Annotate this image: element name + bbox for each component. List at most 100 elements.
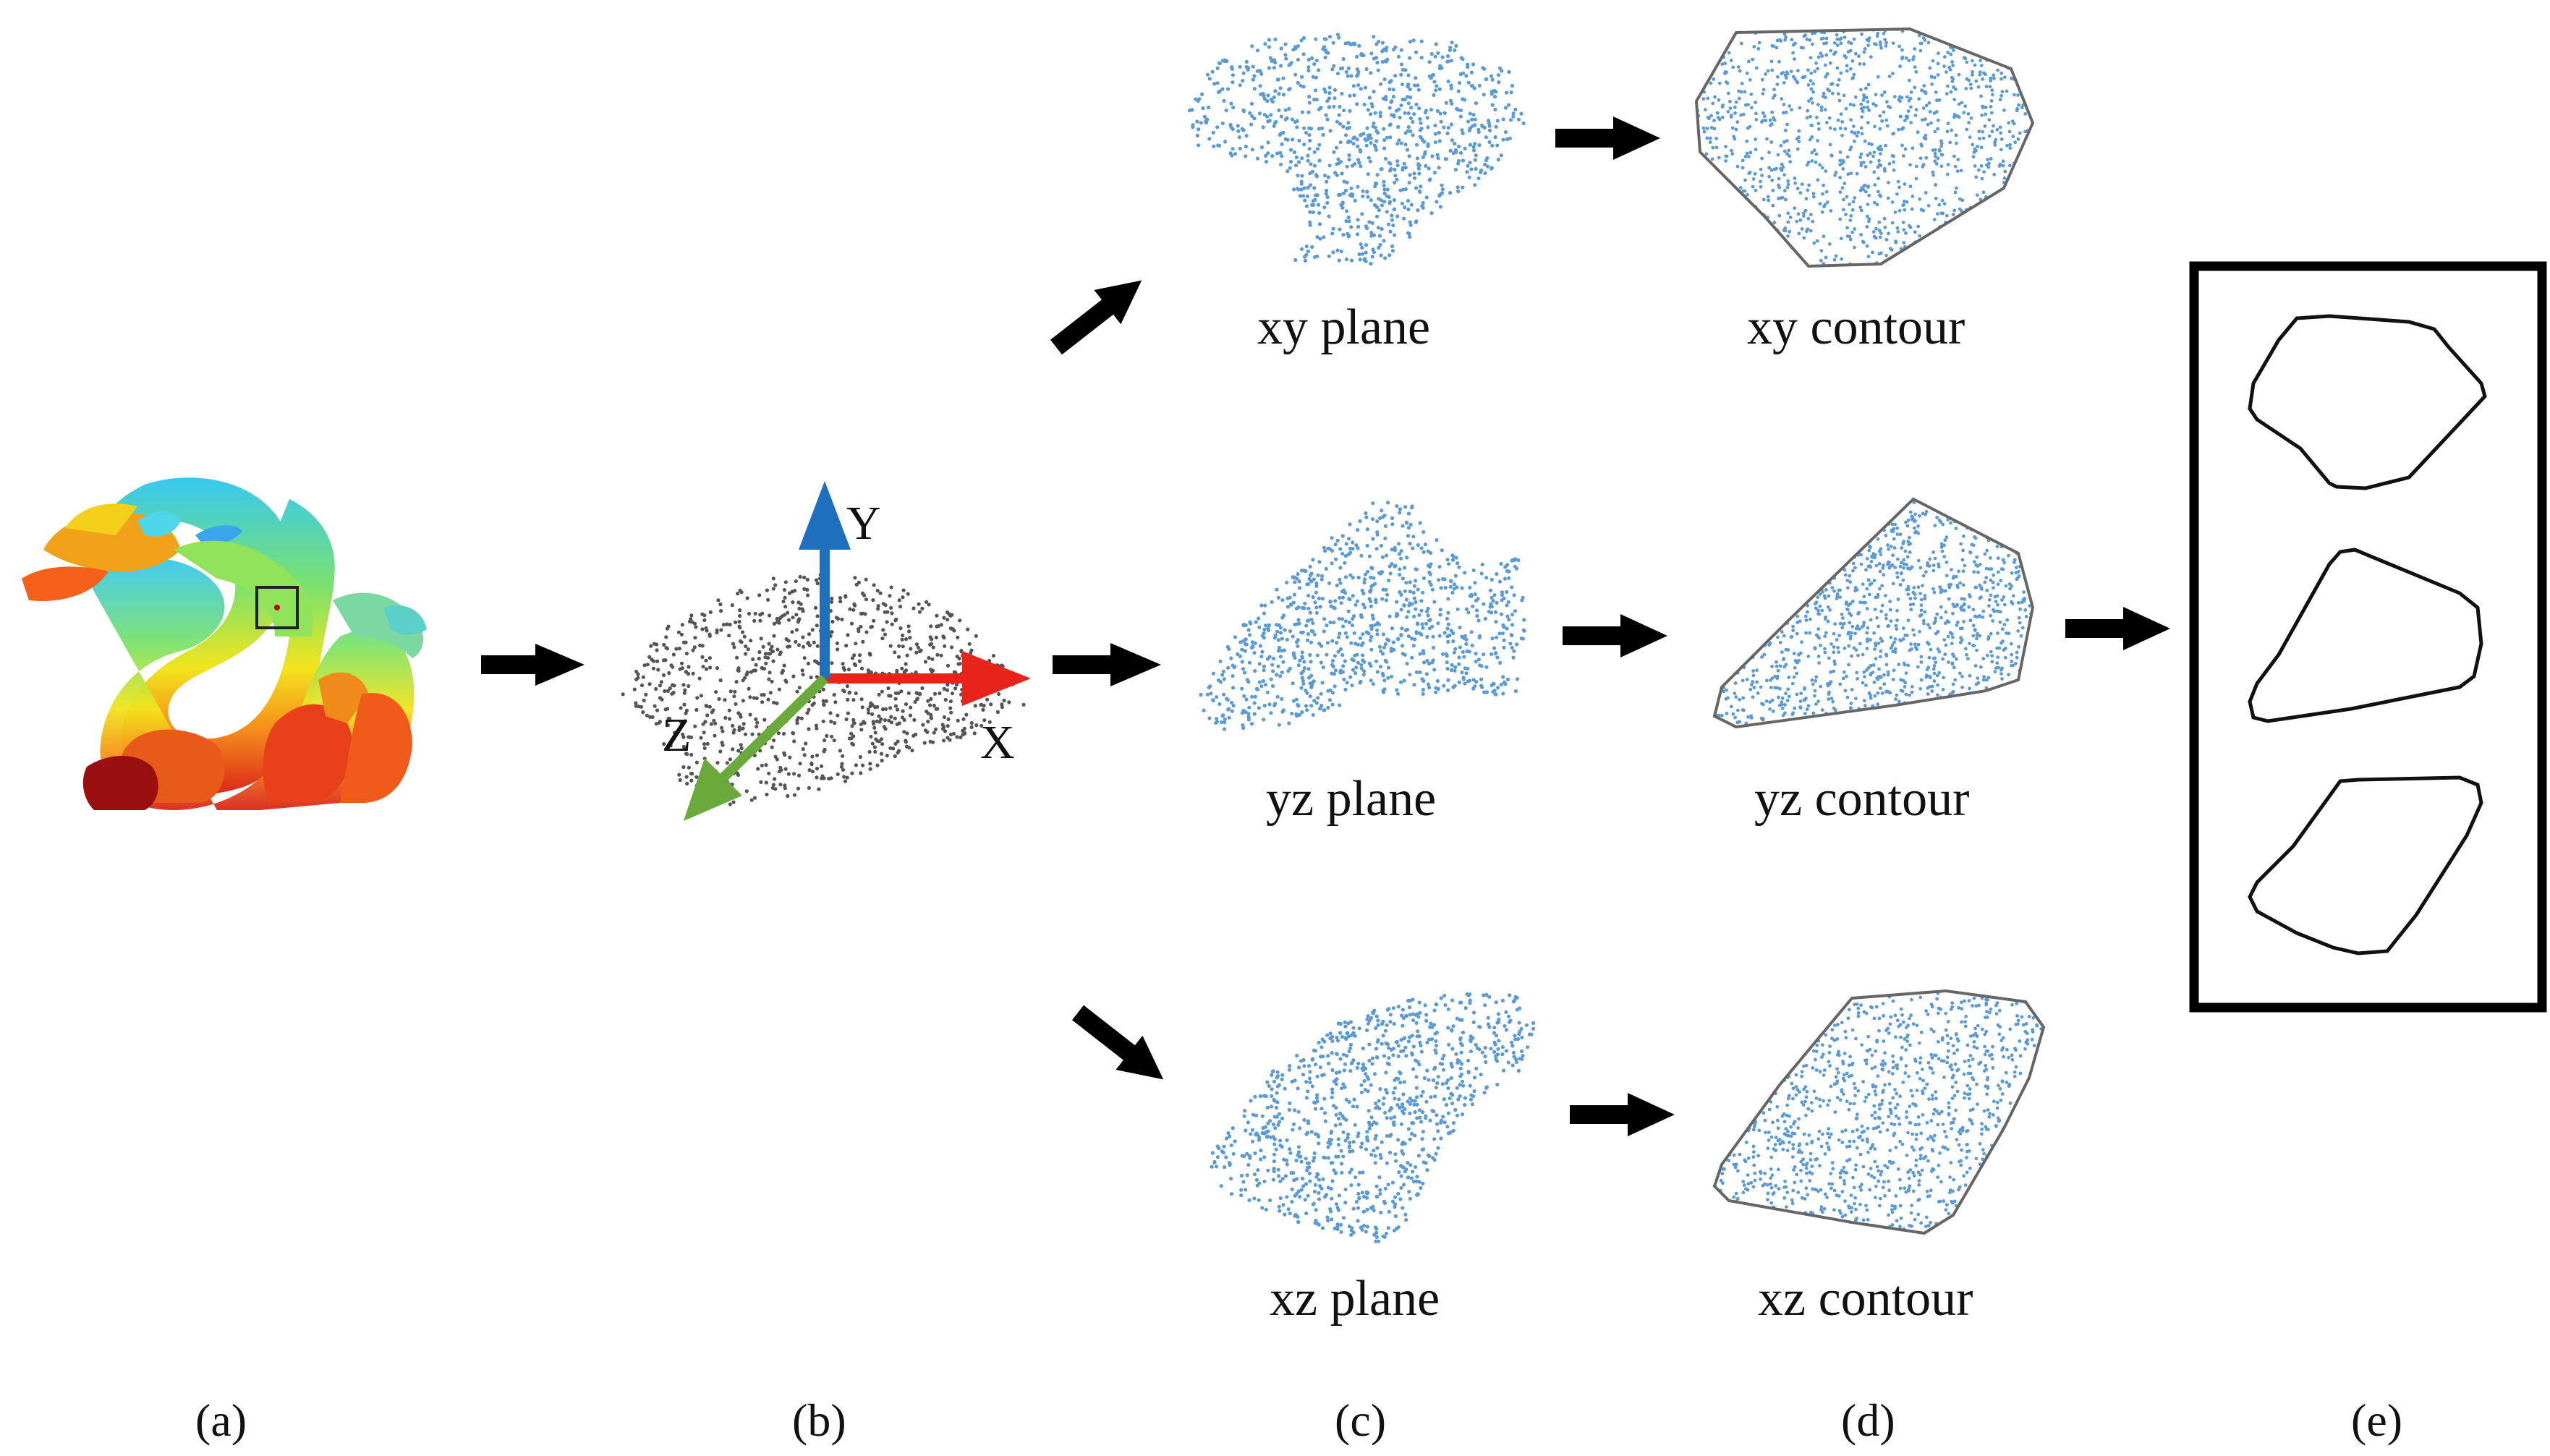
cloud-point [883, 603, 888, 608]
cloud-point [1320, 1037, 1325, 1042]
cloud-point [1257, 680, 1262, 684]
cloud-point [1458, 1074, 1463, 1078]
cloud-point [1402, 603, 1406, 608]
cloud-point [1711, 145, 1715, 150]
cloud-point [1978, 70, 1982, 74]
cloud-point [1394, 1040, 1398, 1044]
cloud-point [919, 648, 923, 652]
cloud-point [1474, 166, 1478, 171]
cloud-point [1503, 576, 1507, 581]
cloud-point [1364, 1072, 1368, 1076]
cloud-point [1197, 143, 1201, 148]
cloud-point [1459, 1050, 1463, 1055]
cloud-point [1406, 526, 1411, 530]
cloud-point [1378, 242, 1382, 247]
cloud-point [1346, 1136, 1350, 1140]
cloud-point [687, 765, 691, 770]
cloud-point [1296, 605, 1301, 610]
cloud-point [1440, 1062, 1445, 1066]
cloud-point [1499, 682, 1503, 687]
cloud-point [1364, 511, 1368, 516]
cloud-point [1404, 1217, 1408, 1222]
cloud-point [1442, 1053, 1446, 1057]
cloud-point [1290, 1199, 1294, 1204]
cloud-point [1000, 705, 1004, 710]
cloud-point [1921, 36, 1926, 40]
cloud-point [1386, 665, 1390, 670]
cloud-point [1344, 1036, 1348, 1041]
cloud-point [1494, 651, 1498, 655]
cloud-point [1376, 1023, 1380, 1027]
cloud-point [1373, 1136, 1377, 1141]
cloud-point [1212, 1160, 1217, 1165]
cloud-point [2017, 103, 2021, 107]
cloud-point [1338, 1122, 1343, 1126]
cloud-point [1892, 160, 1896, 164]
cloud-point [1306, 593, 1311, 598]
cloud-point [1968, 686, 1971, 691]
cloud-point [1369, 588, 1373, 592]
cloud-point [1464, 642, 1469, 647]
cloud-point [1299, 671, 1304, 676]
cloud-point [2007, 121, 2011, 125]
cloud-point [1231, 663, 1235, 668]
cloud-point [1346, 609, 1351, 613]
cloud-point [1495, 1021, 1500, 1025]
cloud-point [1934, 155, 1937, 158]
cloud-point [1243, 1109, 1247, 1113]
cloud-point [1296, 174, 1300, 178]
cloud-point [1328, 1031, 1333, 1036]
cloud-point [1433, 1094, 1437, 1099]
cloud-point [1256, 1168, 1260, 1172]
cloud-point [859, 728, 864, 732]
cloud-point [1473, 117, 1477, 122]
cloud-point [958, 618, 962, 623]
cloud-point [1913, 47, 1917, 51]
cloud-point [1331, 41, 1335, 45]
cloud-point [1979, 59, 1983, 62]
cloud-point [901, 588, 906, 592]
cloud-point [1704, 108, 1707, 112]
cloud-point [920, 606, 925, 611]
cloud-point [1285, 169, 1290, 174]
cloud-point [1333, 542, 1338, 547]
cloud-point [1299, 247, 1304, 251]
cloud-point [1996, 655, 2000, 659]
cloud-point [1502, 638, 1506, 642]
cloud-point [1516, 1036, 1521, 1042]
cloud-point [1738, 69, 1742, 73]
cloud-point [1303, 258, 1308, 263]
cloud-point [815, 623, 819, 628]
cloud-point [1339, 250, 1343, 254]
cloud-point [889, 605, 893, 610]
cloud-point [1290, 711, 1294, 716]
cloud-point [1952, 113, 1957, 116]
cloud-point [1751, 57, 1755, 61]
cloud-point [896, 739, 900, 744]
cloud-point [1489, 683, 1494, 688]
cloud-point [799, 716, 804, 720]
cloud-point [1420, 137, 1425, 142]
cloud-point [854, 582, 859, 587]
cloud-point [1934, 148, 1937, 152]
cloud-point [1965, 60, 1969, 64]
cloud-point [725, 622, 729, 626]
cloud-point [1702, 129, 1707, 134]
cloud-point [1391, 1091, 1395, 1095]
cloud-point [797, 606, 802, 610]
cloud-point [1290, 1079, 1294, 1084]
cloud-point [1414, 142, 1419, 147]
cloud-point [962, 731, 966, 735]
cloud-point [1859, 126, 1863, 130]
cloud-point [1972, 560, 1976, 564]
cloud-point [1795, 69, 1800, 73]
cloud-point [636, 672, 640, 676]
cloud-point [1507, 618, 1511, 622]
cloud-point [1497, 1039, 1501, 1043]
cloud-point [1257, 111, 1262, 116]
cloud-point [1444, 1081, 1449, 1085]
cloud-point [1393, 233, 1397, 237]
cloud-point [868, 704, 872, 709]
cloud-point [1985, 163, 1989, 167]
cloud-point [1226, 1131, 1231, 1136]
